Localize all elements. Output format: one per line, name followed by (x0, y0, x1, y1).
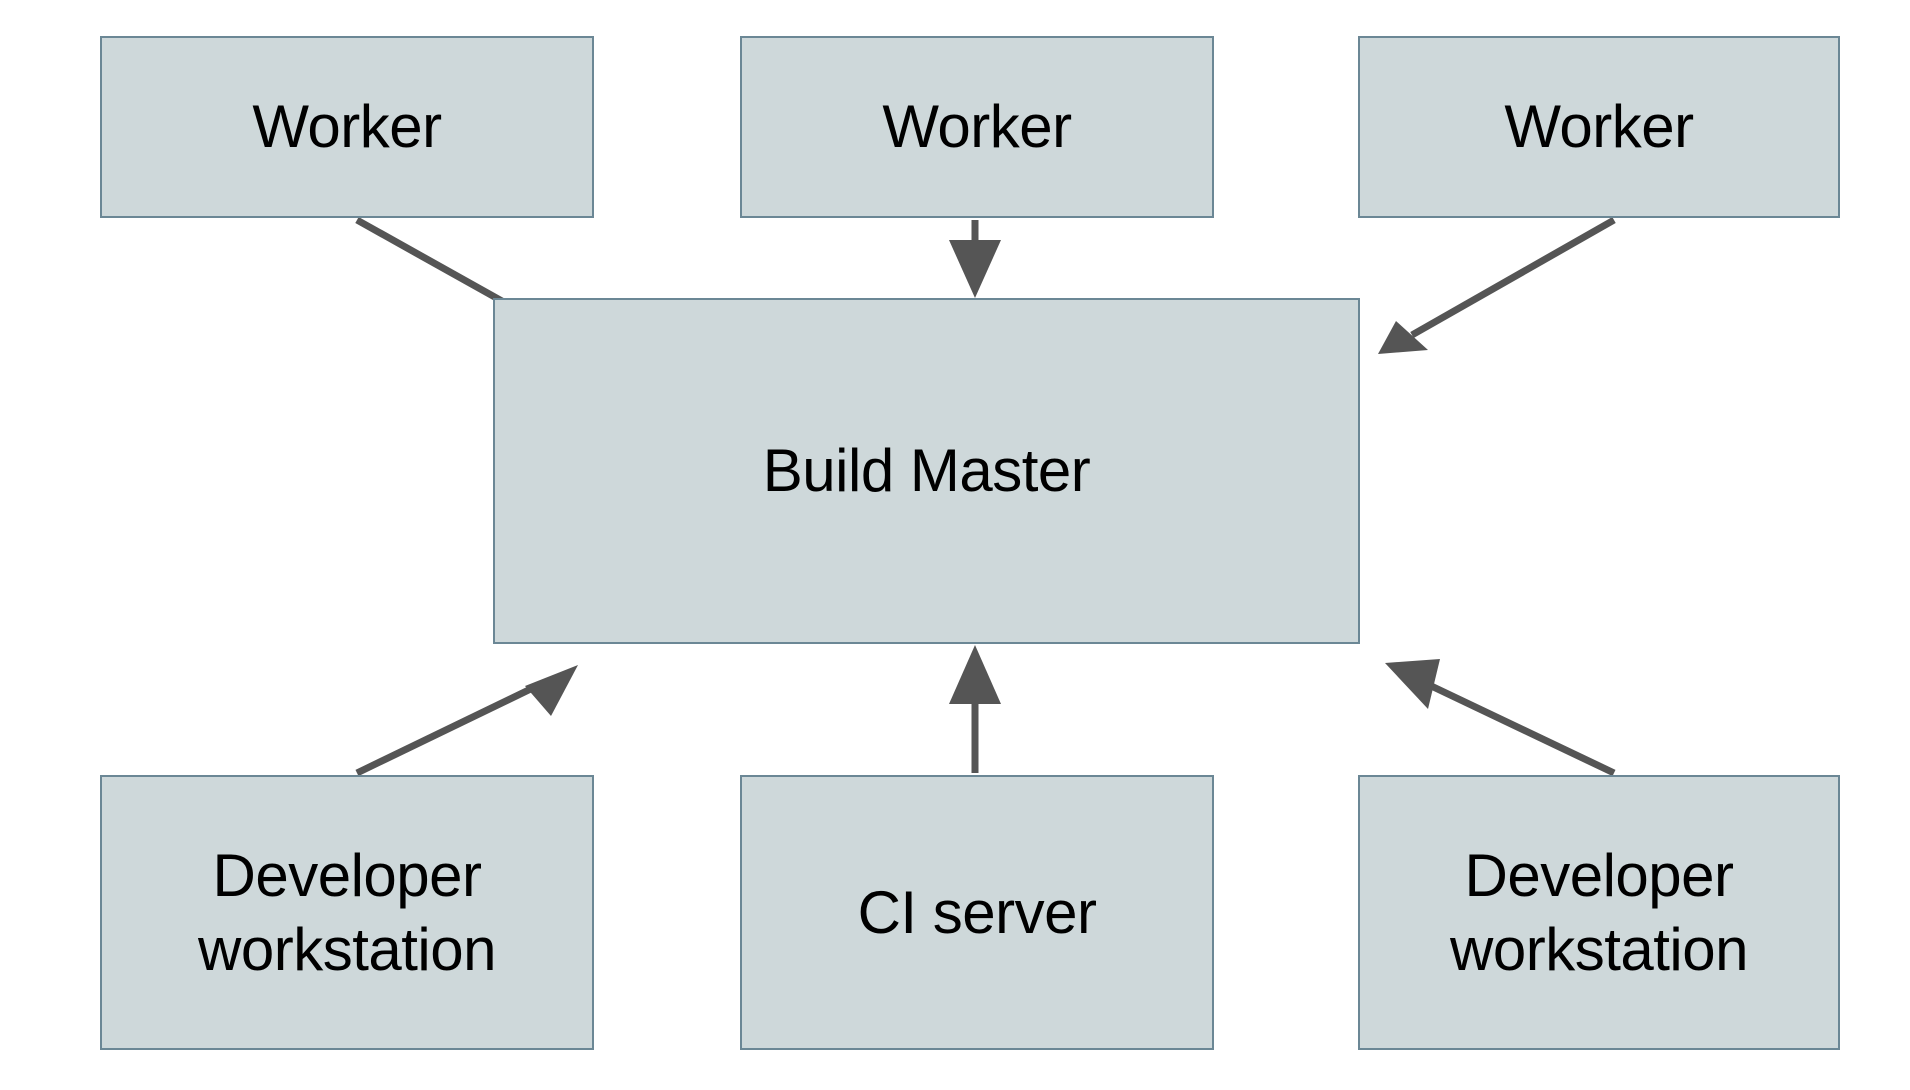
edge-ci-server-to-build-master (949, 645, 1001, 773)
edge-worker-2-to-build-master (949, 220, 1001, 298)
node-worker-3-label: Worker (1504, 93, 1694, 161)
node-build-master[interactable]: Build Master (493, 298, 1360, 644)
node-developer-workstation-right[interactable]: Developer workstation (1358, 775, 1840, 1050)
node-ci-server-label: CI server (857, 878, 1097, 946)
node-worker-3[interactable]: Worker (1358, 36, 1840, 218)
node-worker-1-label: Worker (252, 93, 442, 161)
edge-dev-ws-left-to-build-master (355, 665, 578, 777)
node-developer-workstation-left[interactable]: Developer workstation (100, 775, 594, 1050)
edge-dev-ws-right-to-build-master (1385, 659, 1616, 777)
node-worker-1[interactable]: Worker (100, 36, 594, 218)
node-build-master-label: Build Master (762, 437, 1091, 505)
node-developer-workstation-right-label: Developer workstation (1450, 842, 1748, 983)
node-worker-2-label: Worker (882, 93, 1072, 161)
node-worker-2[interactable]: Worker (740, 36, 1214, 218)
edge-worker-3-to-build-master (1378, 216, 1616, 354)
node-ci-server[interactable]: CI server (740, 775, 1214, 1050)
node-developer-workstation-left-label: Developer workstation (198, 842, 496, 983)
